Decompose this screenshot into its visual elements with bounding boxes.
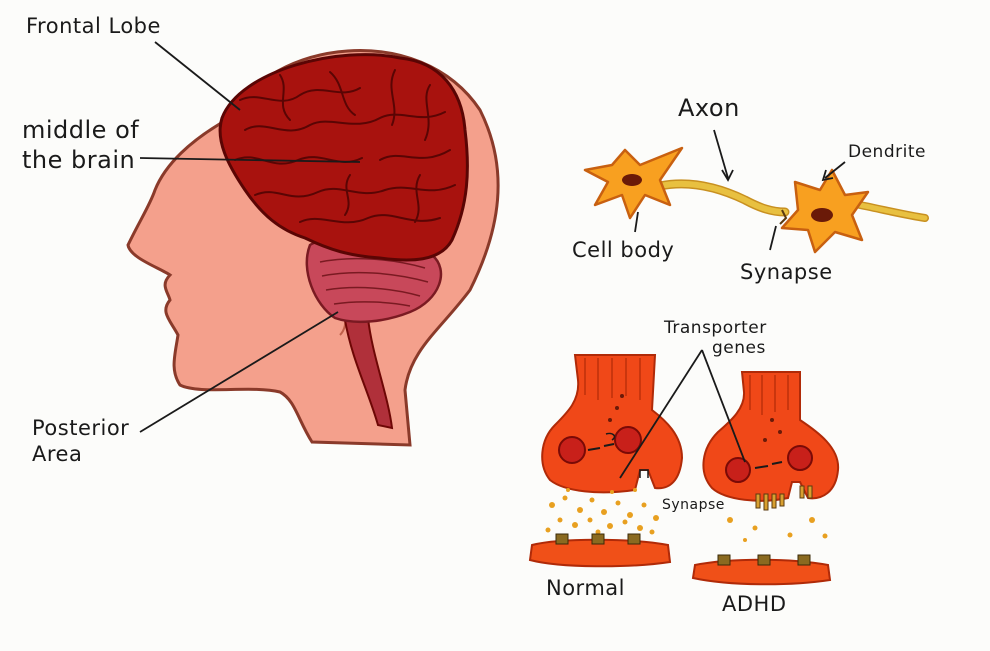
normal-terminal [542, 355, 682, 492]
label-synapse-top: Synapse [740, 262, 833, 283]
neurotransmitters-normal [546, 488, 660, 535]
label-adhd: ADHD [722, 594, 787, 615]
receptor-band-normal [530, 534, 670, 566]
label-posterior-area-line2: Area [32, 444, 82, 465]
label-transporter-genes-line2: genes [712, 340, 766, 357]
nucleus [622, 174, 642, 186]
label-cell-body: Cell body [572, 240, 674, 261]
dendrite-neuron [782, 170, 925, 252]
receptor-band-adhd [693, 555, 830, 584]
label-posterior-area-line1: Posterior [32, 418, 129, 439]
label-middle-of-brain-line1: middle of [22, 118, 139, 142]
label-axon: Axon [678, 96, 740, 120]
vesicle [559, 437, 585, 463]
vesicle [726, 458, 750, 482]
nucleus [811, 208, 833, 222]
label-transporter-genes-line1: Transporter [664, 320, 767, 337]
label-normal: Normal [546, 578, 625, 599]
label-middle-of-brain-line2: the brain [22, 148, 135, 172]
label-synapse-bottom: Synapse [662, 498, 725, 512]
neurotransmitters-adhd [727, 517, 828, 542]
label-frontal-lobe: Frontal Lobe [26, 16, 161, 37]
vesicle [788, 446, 812, 470]
vesicle [615, 427, 641, 453]
adhd-terminal [703, 372, 838, 510]
label-dendrite: Dendrite [848, 144, 926, 161]
